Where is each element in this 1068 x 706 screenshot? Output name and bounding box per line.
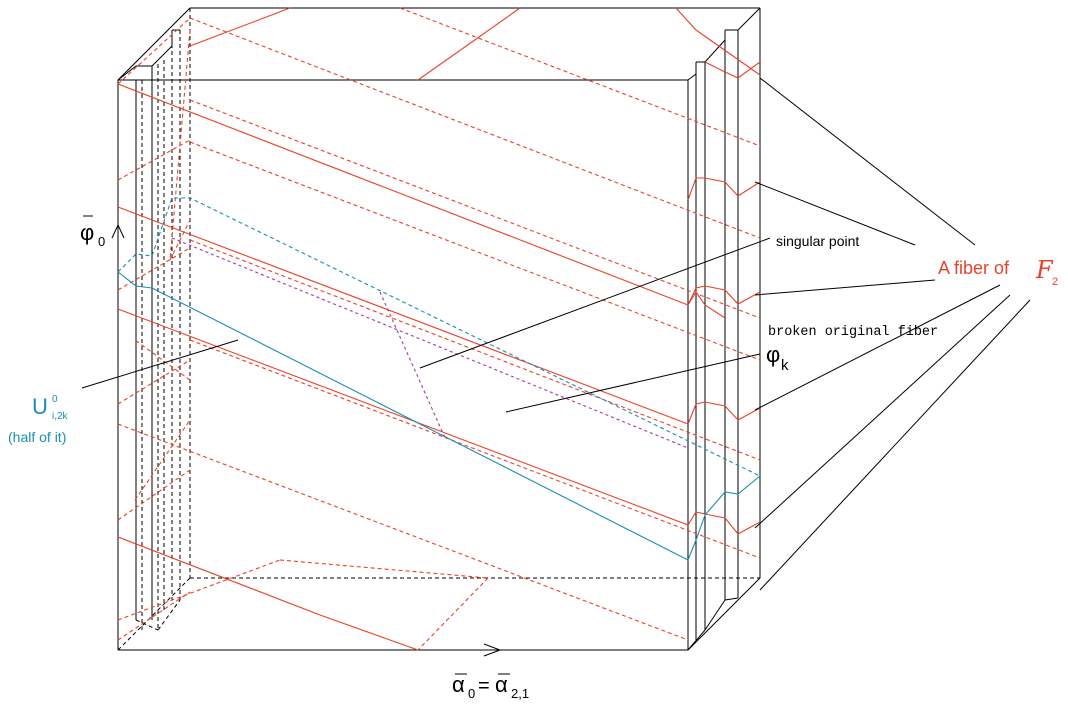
fiber-label: A fiber of F 2 [938,256,1058,288]
phi0-label: φ 0 [80,215,105,249]
u-half-label: (half of it) [8,429,66,445]
fiber-subscript: 2 [1052,276,1058,288]
broken-fiber-label: broken original fiber [768,325,938,340]
singular-point-label: singular point [776,233,859,249]
u-symbol: U [32,394,48,419]
phik-subscript: k [781,357,789,374]
alpha21-symbol: α [495,672,508,697]
u-subscript: i,2k [52,411,69,422]
u-superscript: 0 [52,394,58,405]
left-slabs [117,29,181,631]
u-label: U 0 i,2k (half of it) [8,394,69,445]
right-slabs [687,7,761,651]
fiber-lines-dashed [117,7,761,651]
fiber-lines-solid [117,7,761,651]
phik-label: φ k [766,342,789,374]
box-frame [117,7,761,651]
u-region-lines [117,197,761,561]
axis-arrows [111,223,502,657]
phi0-symbol: φ [80,220,94,245]
leader-lines [81,77,1031,591]
alpha0-subscript: 0 [468,686,475,701]
phik-symbol: φ [766,342,780,367]
alpha-label: α 0 = α 2,1 [452,672,529,701]
phi0-subscript: 0 [98,234,105,249]
alpha21-subscript: 2,1 [511,686,529,701]
fiber-symbol: F [1035,256,1054,284]
fiber-text: A fiber of [938,258,1010,278]
alpha0-symbol: α [452,672,465,697]
alpha-equals: = [478,675,490,697]
broken-fiber-lines [171,237,689,449]
